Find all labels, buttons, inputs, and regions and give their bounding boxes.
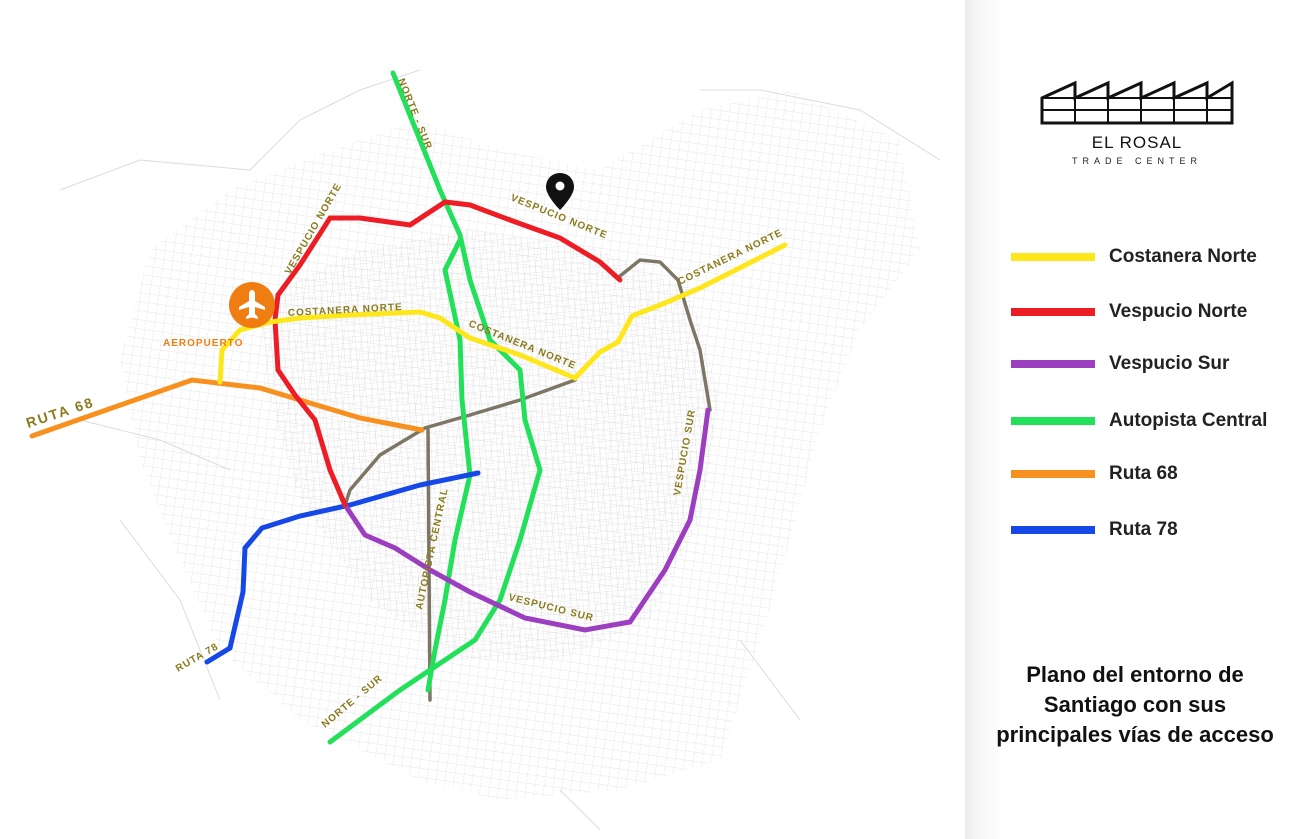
aeropuerto-label: AEROPUERTO — [163, 338, 243, 349]
autopista-central-road[interactable] — [327, 70, 543, 745]
brand-name: EL ROSAL — [1091, 133, 1183, 152]
legend-swatch — [1011, 253, 1095, 261]
map-canvas[interactable]: NORTE - SUR NORTE - SUR VESPUCIO NORTE V… — [0, 0, 965, 839]
vespucio-sur-road[interactable] — [342, 407, 711, 633]
caption-line-1: Plano del entorno de — [1026, 662, 1244, 687]
legend-item-costanera-norte[interactable]: Costanera Norte — [1011, 242, 1291, 272]
legend-swatch — [1011, 360, 1095, 368]
ruta-68-road[interactable] — [29, 377, 425, 439]
map-caption: Plano del entorno de Santiago con sus pr… — [975, 660, 1295, 750]
legend-label: Vespucio Sur — [1109, 353, 1230, 374]
legend-item-ruta-78[interactable]: Ruta 78 — [1011, 515, 1291, 545]
legend-swatch — [1011, 470, 1095, 478]
airport-icon[interactable] — [229, 282, 275, 328]
legend-panel: EL ROSAL TRADE CENTER Costanera Norte Ve… — [965, 0, 1300, 839]
legend-label: Costanera Norte — [1109, 246, 1257, 267]
legend-item-vespucio-norte[interactable]: Vespucio Norte — [1011, 297, 1291, 327]
city-area — [59, 69, 941, 831]
legend-swatch — [1011, 308, 1095, 316]
legend-item-autopista-central[interactable]: Autopista Central — [1011, 406, 1291, 436]
el-rosal-logo: EL ROSAL TRADE CENTER — [1037, 78, 1237, 166]
legend-label: Vespucio Norte — [1109, 301, 1248, 322]
legend-label: Ruta 68 — [1109, 463, 1178, 484]
location-pin-icon[interactable] — [546, 173, 574, 210]
vespucio-norte-road[interactable] — [272, 199, 623, 508]
legend-label: Autopista Central — [1109, 410, 1268, 431]
legend-label: Ruta 78 — [1109, 519, 1178, 540]
el-rosal-logo-icon — [1040, 80, 1234, 125]
brand-subtitle: TRADE CENTER — [1071, 156, 1202, 166]
legend-item-ruta-68[interactable]: Ruta 68 — [1011, 459, 1291, 489]
santiago-map[interactable]: NORTE - SUR NORTE - SUR VESPUCIO NORTE V… — [0, 0, 965, 839]
caption-line-2: Santiago con sus — [1043, 692, 1227, 717]
legend-swatch — [1011, 526, 1095, 534]
ruta-78-road[interactable] — [204, 470, 481, 665]
caption-line-3: principales vías de acceso — [996, 722, 1274, 747]
legend-swatch — [1011, 417, 1095, 425]
legend-item-vespucio-sur[interactable]: Vespucio Sur — [1011, 349, 1291, 379]
connector-road — [343, 258, 712, 702]
